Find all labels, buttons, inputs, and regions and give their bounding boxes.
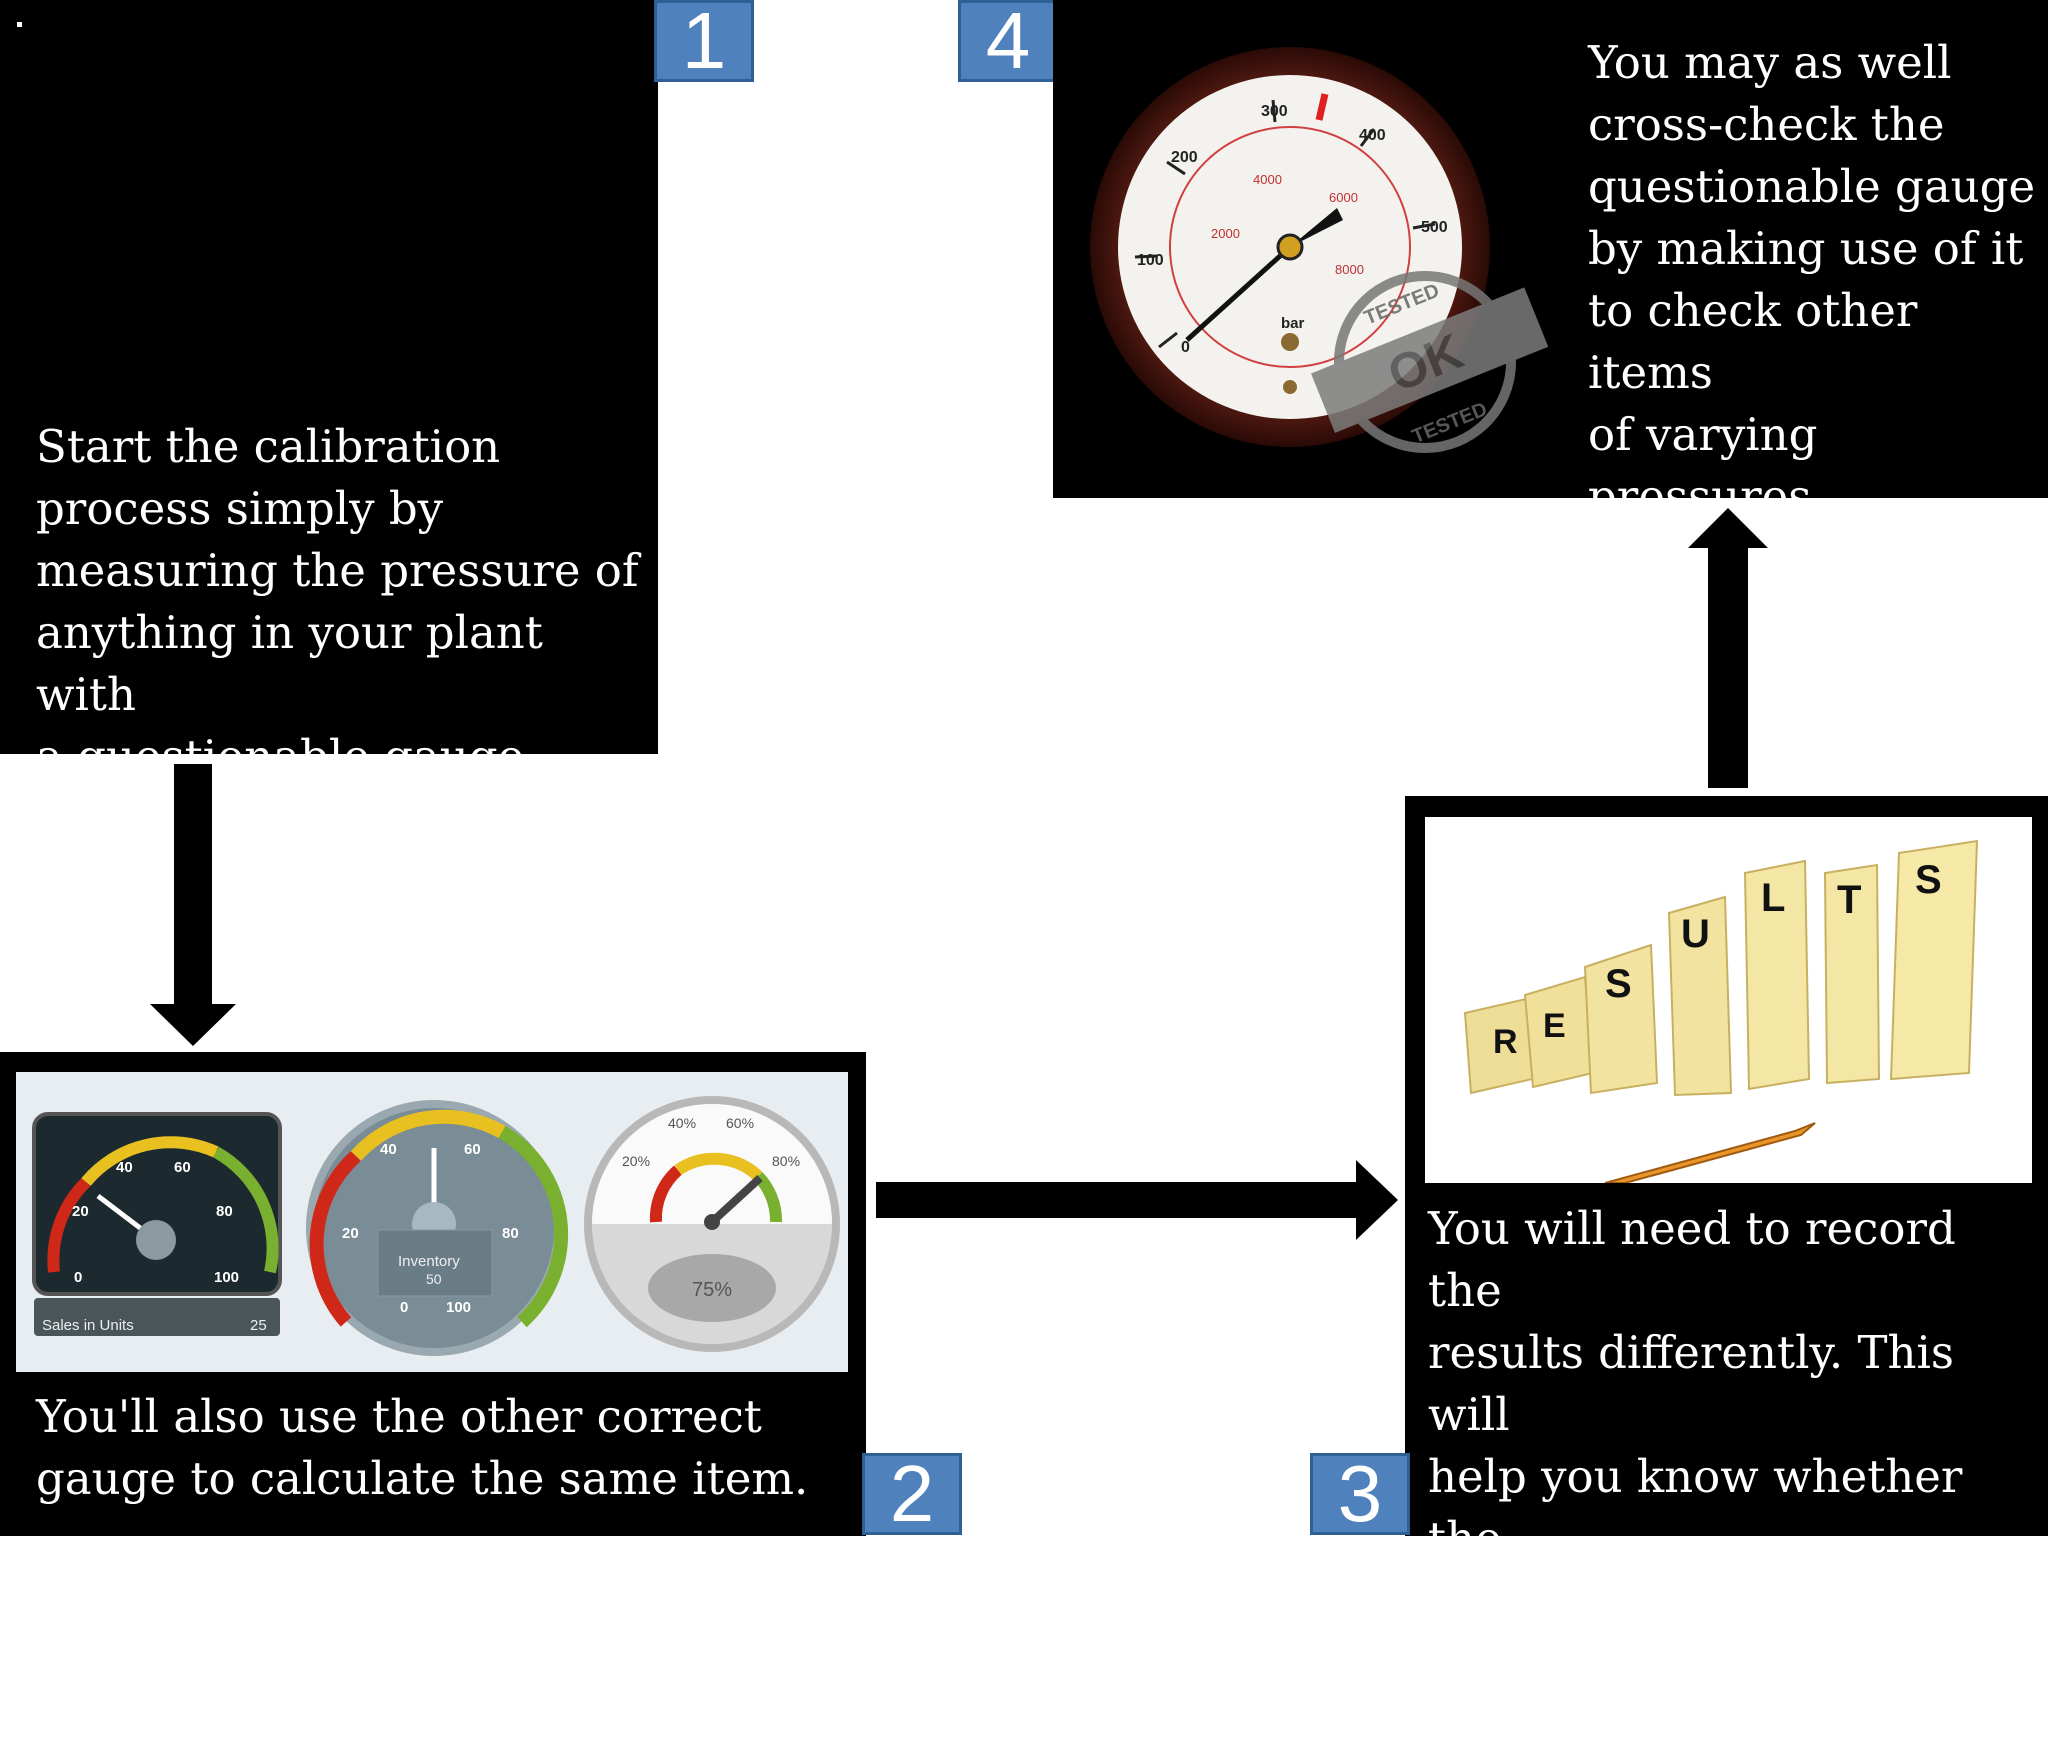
outer-tick-0: 0 xyxy=(1181,339,1190,356)
gauge-c: 20% 40% 60% 80% 75% xyxy=(584,1096,840,1352)
results-blocks-image: R E S U L T S xyxy=(1425,817,2032,1183)
gauge-b-range-max: 100 xyxy=(446,1299,471,1316)
inner-tick-8000: 8000 xyxy=(1335,262,1364,277)
result-letter-e: E xyxy=(1543,1007,1566,1045)
result-letter-r: R xyxy=(1493,1023,1518,1061)
outer-tick-400: 400 xyxy=(1359,127,1386,144)
gauge-c-tick-60: 60% xyxy=(726,1115,754,1131)
result-letter-l: L xyxy=(1761,876,1785,920)
pressure-gauge-image: 0 100 200 300 400 500 2000 4000 6000 800… xyxy=(1085,42,1565,482)
gauge-b-tick-40: 40 xyxy=(380,1141,397,1158)
outer-tick-200: 200 xyxy=(1171,149,1198,166)
gauge-b: 20 40 60 80 Inventory 50 0 100 xyxy=(306,1100,569,1356)
arrow-down xyxy=(150,764,236,1046)
step-4-text: You may as well cross-check the question… xyxy=(1588,36,2036,585)
step-2-badge: 2 xyxy=(862,1453,962,1535)
inner-tick-4000: 4000 xyxy=(1253,172,1282,187)
gauge-a-tick-0: 0 xyxy=(74,1269,82,1286)
result-letter-u: U xyxy=(1681,912,1710,956)
gauge-a-tick-40: 40 xyxy=(116,1159,133,1176)
gauge-c-tick-40: 40% xyxy=(668,1115,696,1131)
gauge-a-tick-20: 20 xyxy=(72,1203,89,1220)
gauge-outer-ticks xyxy=(1134,99,1436,349)
result-letter-s2: S xyxy=(1915,858,1942,902)
step-1-badge: 1 xyxy=(654,0,754,82)
gauge-unit: bar xyxy=(1281,315,1305,332)
step-2-text: You'll also use the other correct gauge … xyxy=(36,1390,809,1505)
gauge-b-tick-80: 80 xyxy=(502,1225,519,1242)
arrow-right xyxy=(876,1160,1398,1240)
gauge-b-value: 50 xyxy=(426,1271,442,1287)
tested-ok-stamp: OK TESTED TESTED xyxy=(1311,271,1549,453)
corner-dot xyxy=(17,22,22,27)
gauge-b-range-min: 0 xyxy=(400,1299,408,1316)
inner-tick-2000: 2000 xyxy=(1211,226,1240,241)
inner-tick-6000: 6000 xyxy=(1329,190,1358,205)
gauge-c-tick-20: 20% xyxy=(622,1153,650,1169)
step-1-panel xyxy=(0,0,658,754)
gauge-b-tick-60: 60 xyxy=(464,1141,481,1158)
gauge-b-label: Inventory xyxy=(398,1253,460,1270)
dashboard-gauges-image: 0 20 40 60 80 100 Sales in Units 25 20 4… xyxy=(16,1072,848,1372)
gauge-a: 0 20 40 60 80 100 Sales in Units 25 xyxy=(32,1112,282,1336)
results-blocks: R E S U L T S xyxy=(1463,839,1979,1183)
outer-tick-500: 500 xyxy=(1421,219,1448,236)
gauge-a-tick-60: 60 xyxy=(174,1159,191,1176)
result-letter-s1: S xyxy=(1605,962,1632,1006)
gauge-a-label: Sales in Units xyxy=(42,1317,134,1334)
gauge-a-tick-100: 100 xyxy=(214,1269,239,1286)
gauge-a-tick-80: 80 xyxy=(216,1203,233,1220)
outer-tick-300: 300 xyxy=(1261,103,1288,120)
arrow-up xyxy=(1688,508,1768,788)
outer-tick-100: 100 xyxy=(1137,252,1164,269)
step-3-text: You will need to record the results diff… xyxy=(1428,1202,1963,1751)
step-3-badge: 3 xyxy=(1310,1453,1410,1535)
step-1-text: Start the calibration process simply by … xyxy=(36,420,639,783)
gauge-a-value: 25 xyxy=(250,1317,267,1334)
gauge-c-tick-80: 80% xyxy=(772,1153,800,1169)
gauge-c-value: 75% xyxy=(692,1279,732,1301)
gauge-b-tick-20: 20 xyxy=(342,1225,359,1242)
result-letter-t: T xyxy=(1837,878,1861,922)
step-4-badge: 4 xyxy=(958,0,1058,82)
